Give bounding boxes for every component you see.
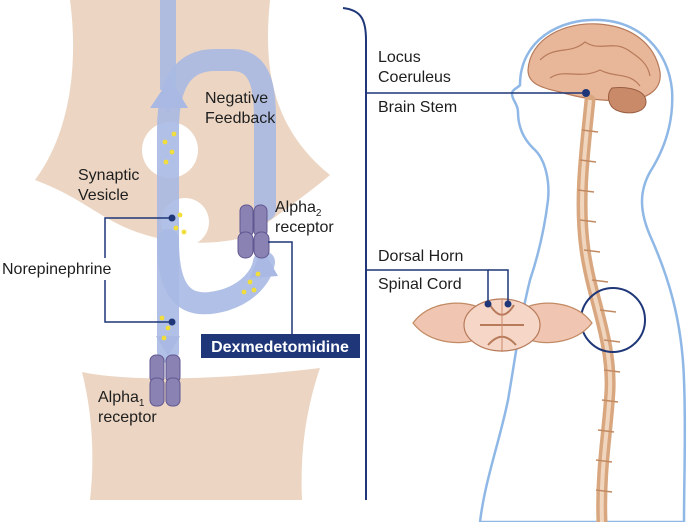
- dorsal-horn-dot-left: [484, 300, 492, 308]
- locus-coeruleus-dot: [582, 89, 590, 97]
- dorsal-horn-dot-right: [504, 300, 512, 308]
- release-arrowhead: [250, 248, 278, 278]
- panel-brace: [342, 7, 367, 500]
- vertebrae: [577, 129, 621, 493]
- dexmedetomidine-label: Dexmedetomidine: [211, 339, 349, 356]
- norepinephrine-dot-2: [168, 318, 176, 326]
- spinal-cord-cross-section: [412, 298, 593, 352]
- brain: [527, 23, 661, 102]
- negative-feedback-arrowhead: [150, 78, 188, 108]
- alpha1-receptor: [149, 354, 181, 407]
- postsynaptic-terminal: [82, 368, 320, 500]
- negative-feedback-label-line2: Feedback: [205, 110, 276, 127]
- alpha2-label-line2: receptor: [275, 219, 334, 236]
- anatomy-leaders: [366, 92, 586, 302]
- norepinephrine-label: Norepinephrine: [2, 261, 112, 278]
- cerebellum: [608, 87, 647, 114]
- locus-coeruleus-label-line2: Coeruleus: [378, 69, 451, 86]
- dexmedetomidine-leader: [268, 241, 293, 335]
- norepinephrine-label-bg: [0, 258, 108, 280]
- dorsal-horn-label: Dorsal Horn: [378, 248, 463, 265]
- synaptic-vesicle-label-line1: Synaptic: [78, 167, 139, 184]
- brain-folds: [539, 41, 651, 87]
- norepinephrine-dots: [159, 131, 261, 341]
- locus-coeruleus-label-line1: Locus: [378, 49, 421, 66]
- spine-highlight-circle: [580, 287, 646, 353]
- negative-feedback-label-line1: Negative: [205, 90, 268, 107]
- norepinephrine-dot-1: [168, 214, 176, 222]
- alpha2-label-line1: Alpha2: [275, 199, 322, 219]
- alpha1-label-line1: Alpha1: [98, 389, 145, 409]
- spinal-cord-core: [580, 99, 613, 523]
- alpha1-label-line2: receptor: [98, 409, 157, 426]
- descending-arrowhead: [158, 96, 178, 112]
- dexmedetomidine-label-box: [201, 334, 360, 358]
- brain-stem-label: Brain Stem: [378, 99, 457, 116]
- down-to-alpha1-arrowhead: [156, 336, 180, 356]
- synaptic-vesicle-label-line2: Vesicle: [78, 187, 129, 204]
- spinal-cord-label: Spinal Cord: [378, 276, 462, 293]
- alpha2-receptor: [237, 204, 270, 259]
